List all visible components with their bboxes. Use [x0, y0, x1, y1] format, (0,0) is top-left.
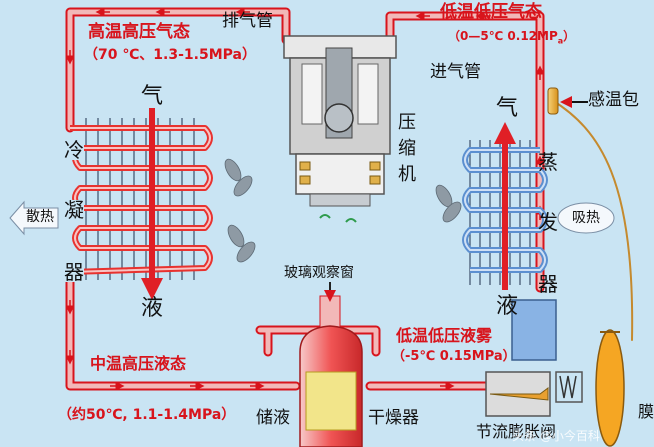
condenser-label-2: 凝 [64, 198, 84, 222]
suction-pipe-label: 进气管 [430, 62, 481, 82]
compressor [283, 35, 397, 223]
discharge-pipe-label: 排气管 [222, 11, 273, 31]
evaporator-label-1: 蒸 [538, 150, 558, 174]
condenser-liquid-label: 液 [141, 296, 164, 321]
high-temp-gas-label: 高温高压气态 [88, 22, 190, 42]
heat-release-label: 散热 [26, 209, 54, 225]
evaporator-label-3: 器 [538, 272, 558, 296]
mid-temp-liquid-params: （约50℃, 1.1-1.4MPa） [58, 407, 236, 423]
low-temp-mist-label: 低温低压液雾 [396, 326, 493, 345]
evaporator-gas-label: 气 [496, 96, 519, 121]
low-temp-gas-label: 低温低压气态 [440, 2, 542, 22]
evaporator-label-2: 发 [538, 210, 558, 234]
watermark: 头条 @小今百科 [512, 429, 600, 443]
compressor-label-3: 机 [398, 164, 416, 185]
compressor-label-1: 压 [398, 112, 416, 133]
sight-glass-label: 玻璃观察窗 [284, 265, 354, 281]
receiver-dryer-tank [299, 295, 363, 447]
low-temp-mist-params: （-5℃ 0.15MPa） [392, 349, 516, 364]
condenser-label-3: 器 [64, 260, 84, 284]
mid-temp-liquid-label: 中温高压液态 [90, 354, 187, 373]
temperature-sensor-bulb [547, 87, 559, 115]
high-temp-gas-params: （70 ℃、1.3-1.5MPa） [84, 47, 256, 63]
expansion-valve [485, 299, 625, 447]
condenser-coil [69, 108, 213, 300]
evaporator-liquid-label: 液 [496, 294, 519, 319]
heat-release-arrow [9, 200, 59, 236]
throttle-valve-label: 节流膨胀阀 [476, 422, 557, 441]
dryer-label: 干燥器 [368, 408, 419, 428]
condenser-gas-label: 气 [141, 84, 164, 109]
heat-absorb-label: 吸热 [572, 210, 600, 226]
evaporator-coil [462, 122, 548, 290]
condenser-label-1: 冷 [64, 138, 84, 162]
compressor-label-2: 缩 [398, 138, 416, 159]
low-temp-gas-params: （0—5℃ 0.12MPa） [448, 29, 576, 46]
receiver-label: 储液 [256, 408, 290, 428]
temp-sensor-label: 感温包 [588, 90, 639, 110]
heat-absorb-bubble [557, 202, 615, 234]
membrane-label: 膜 [638, 402, 654, 421]
fan-icons [224, 158, 462, 263]
